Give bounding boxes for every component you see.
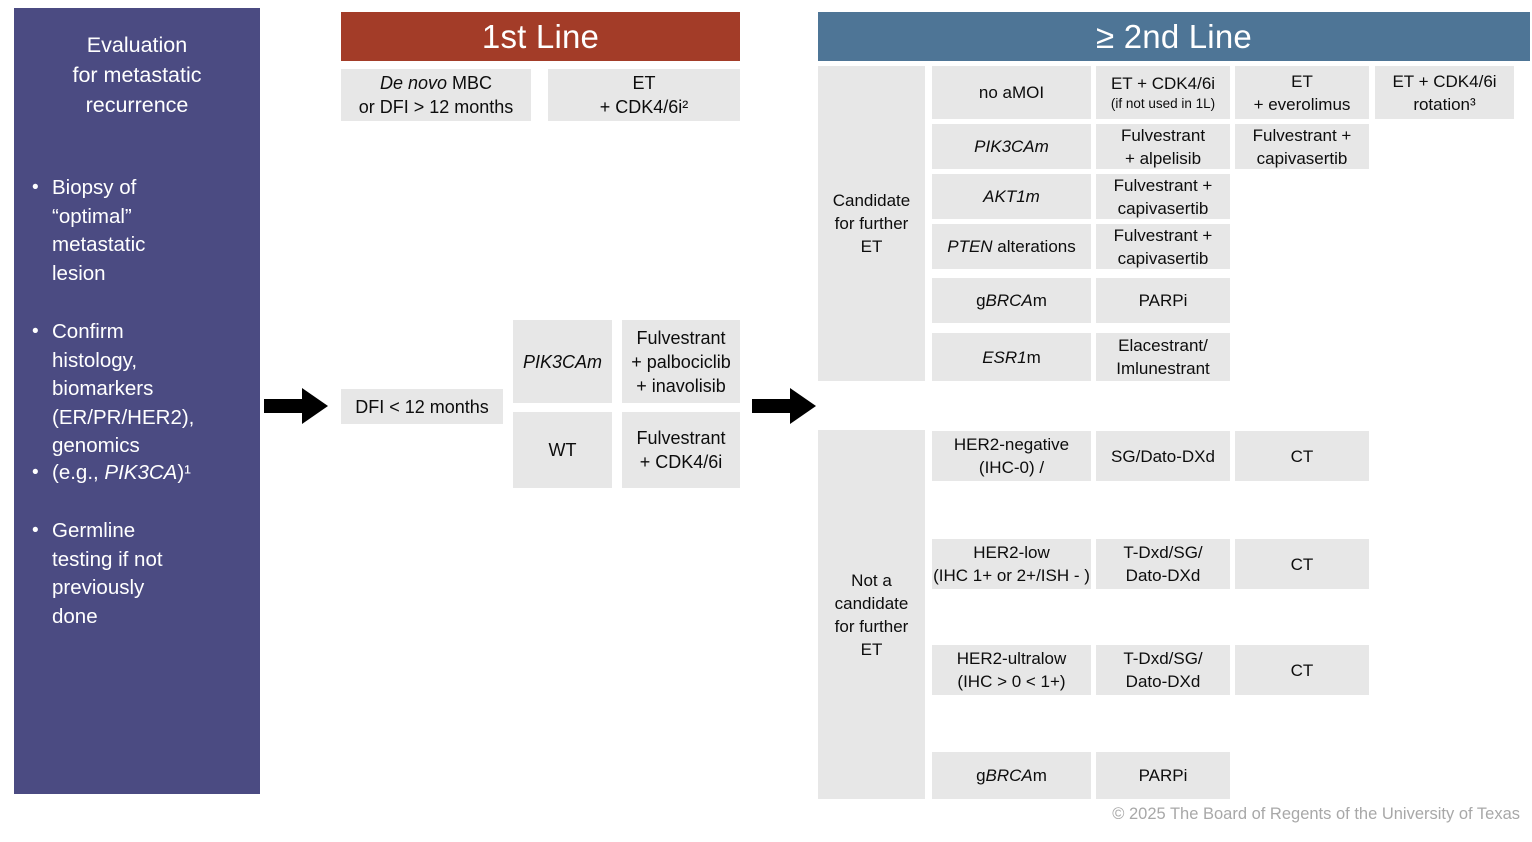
cell-1l-wt: WT bbox=[513, 412, 612, 488]
bullet-icon: • bbox=[32, 461, 39, 483]
cell-her2-low-opt2: CT bbox=[1235, 539, 1369, 589]
cell-2l-gbrcam: gBRCAm bbox=[932, 278, 1091, 323]
cell-her2-negative-opt1: SG/Dato-DXd bbox=[1096, 431, 1230, 481]
cell-subtext: (if not used in 1L) bbox=[1110, 96, 1216, 111]
cell-1l-pik3cam: PIK3CAm bbox=[513, 320, 612, 403]
cell-esr1m-opt1: Elacestrant/Imlunestrant bbox=[1096, 333, 1230, 381]
cell-her2-negative: HER2-negative(IHC-0) / bbox=[932, 431, 1091, 481]
cell-her2-ultralow: HER2-ultralow(IHC > 0 < 1+) bbox=[932, 645, 1091, 695]
cell-no-amoi-opt1: ET + CDK4/6i (if not used in 1L) bbox=[1096, 66, 1230, 119]
arrow-first-to-second-line bbox=[752, 388, 818, 424]
cell-text: Fulvestrant +capivasertib bbox=[1113, 175, 1213, 218]
cell-pten-alterations: PTEN alterations bbox=[932, 224, 1091, 269]
list-item: • (e.g., PIK3CA)¹ bbox=[32, 459, 254, 488]
cell-text: gBRCAm bbox=[976, 766, 1047, 785]
cell-2l-pik3cam-opt1: Fulvestrant+ alpelisib bbox=[1096, 124, 1230, 169]
cell-text: DFI < 12 months bbox=[355, 396, 489, 417]
cell-dfi-lt-12-months: DFI < 12 months bbox=[341, 389, 503, 424]
cell-her2-ultralow-opt2: CT bbox=[1235, 645, 1369, 695]
cell-akt1m: AKT1m bbox=[932, 174, 1091, 219]
cell-2l-pik3cam: PIK3CAm bbox=[932, 124, 1091, 169]
cell-text: CT bbox=[1290, 446, 1314, 466]
cell-text: gBRCAm bbox=[976, 291, 1047, 310]
cell-text: ET+ CDK4/6i² bbox=[599, 73, 689, 117]
cell-akt1m-opt1: Fulvestrant +capivasertib bbox=[1096, 174, 1230, 219]
cell-her2-ultralow-opt1: T-Dxd/SG/Dato-DXd bbox=[1096, 645, 1230, 695]
cell-text: CT bbox=[1290, 660, 1314, 680]
cell-her2-low-opt1: T-Dxd/SG/Dato-DXd bbox=[1096, 539, 1230, 589]
bullet-icon: • bbox=[32, 177, 39, 198]
cell-text: AKT1m bbox=[983, 187, 1040, 206]
bullet-text: (e.g., PIK3CA)¹ bbox=[52, 460, 191, 484]
cell-her2-negative-opt2: CT bbox=[1235, 431, 1369, 481]
cell-esr1m: ESR1m bbox=[932, 333, 1091, 381]
cell-no-amoi: no aMOI bbox=[932, 66, 1091, 119]
copyright-footer: © 2025 The Board of Regents of the Unive… bbox=[1112, 805, 1520, 823]
cell-text: Elacestrant/Imlunestrant bbox=[1116, 336, 1210, 378]
cell-text: Fulvestrant +capivasertib bbox=[1113, 225, 1213, 268]
cell-text: Fulvestrant+ alpelisib bbox=[1120, 125, 1206, 168]
cell-et-cdk46i: ET+ CDK4/6i² bbox=[548, 69, 740, 121]
cell-text: PIK3CAm bbox=[522, 351, 603, 372]
arrow-sidebar-to-first-line bbox=[264, 388, 330, 424]
cell-text: PARPi bbox=[1138, 291, 1188, 310]
cell-1l-pik3cam-treatment: Fulvestrant+ palbociclib+ inavolisib bbox=[622, 320, 740, 403]
cell-text: Fulvestrant+ CDK4/6i bbox=[636, 428, 726, 472]
cell-text: WT bbox=[548, 440, 577, 460]
cell-pten-alterations-opt1: Fulvestrant +capivasertib bbox=[1096, 224, 1230, 269]
cell-text: ESR1m bbox=[982, 347, 1041, 367]
cell-text: Fulvestrant +capivasertib bbox=[1252, 125, 1352, 168]
cell-text-wrap: ET + CDK4/6i (if not used in 1L) bbox=[1111, 49, 1215, 136]
arrow-head-icon bbox=[790, 388, 816, 424]
bullet-icon: • bbox=[32, 520, 39, 541]
cell-text: HER2-low(IHC 1+ or 2+/ISH - ) bbox=[933, 543, 1090, 585]
cell-text: PARPi bbox=[1138, 766, 1188, 785]
cell-1l-wt-treatment: Fulvestrant+ CDK4/6i bbox=[622, 412, 740, 488]
cell-text: ET+ everolimus bbox=[1253, 71, 1351, 114]
bullet-icon: • bbox=[32, 321, 39, 342]
cell-no-amoi-opt2: ET+ everolimus bbox=[1235, 66, 1369, 119]
cell-text: SG/Dato-DXd bbox=[1111, 446, 1215, 466]
cell-text: no aMOI bbox=[978, 83, 1045, 102]
first-line-header: 1st Line bbox=[341, 12, 740, 61]
cell-text: PTEN alterations bbox=[947, 237, 1076, 256]
arrow-shaft bbox=[752, 399, 792, 413]
cell-text: T-Dxd/SG/Dato-DXd bbox=[1123, 543, 1203, 585]
arrow-shaft bbox=[264, 399, 304, 413]
second-line-header: ≥ 2nd Line bbox=[818, 12, 1530, 61]
cell-text: HER2-ultralow(IHC > 0 < 1+) bbox=[956, 649, 1067, 691]
cell-2l-gbrcam-opt1: PARPi bbox=[1096, 278, 1230, 323]
cell-text: Fulvestrant+ palbociclib+ inavolisib bbox=[631, 327, 731, 396]
cell-text: PIK3CAm bbox=[974, 137, 1049, 156]
arrow-head-icon bbox=[302, 388, 328, 424]
cell-her2-low: HER2-low(IHC 1+ or 2+/ISH - ) bbox=[932, 539, 1091, 589]
cell-text: ET + CDK4/6i bbox=[1110, 74, 1216, 93]
cell-nc-gbrcam-opt1: PARPi bbox=[1096, 752, 1230, 799]
cell-text: HER2-negative(IHC-0) / bbox=[953, 435, 1070, 477]
cell-text: CT bbox=[1290, 554, 1314, 574]
cell-2l-pik3cam-opt2: Fulvestrant +capivasertib bbox=[1235, 124, 1369, 169]
cell-nc-gbrcam: gBRCAm bbox=[932, 752, 1091, 799]
cell-text: T-Dxd/SG/Dato-DXd bbox=[1123, 649, 1203, 691]
